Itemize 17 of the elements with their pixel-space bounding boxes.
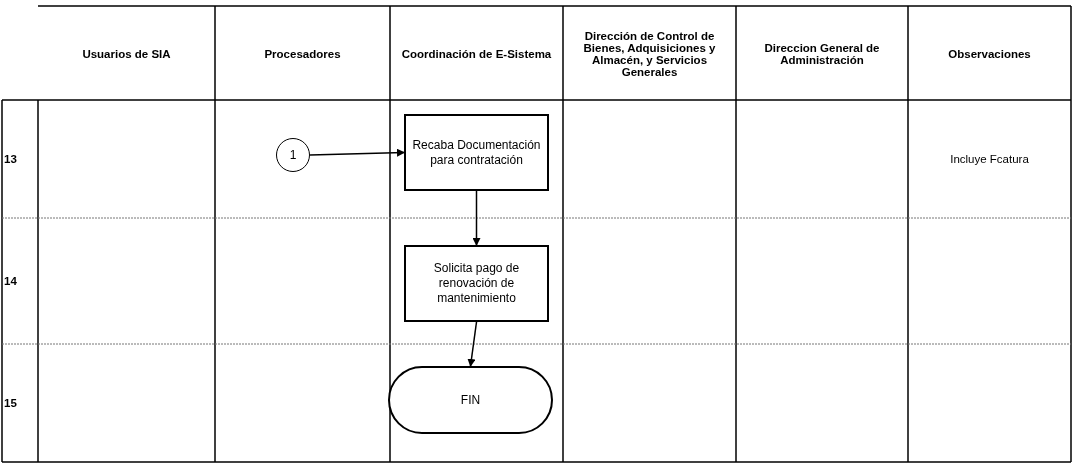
row-number: 14	[4, 275, 17, 287]
row-number: 15	[4, 397, 17, 409]
observation-note: Incluye Fcatura	[950, 153, 1029, 165]
process-box: Recaba Documentación para contratación	[404, 114, 549, 191]
column-header: Coordinación de E-Sistema	[401, 48, 552, 60]
arrow	[472, 190, 481, 246]
column-header: Procesadores	[264, 48, 341, 60]
arrow	[467, 321, 478, 367]
column-header: Direccion General de Administración	[763, 42, 881, 66]
row-number: 13	[4, 153, 17, 165]
connector-circle: 1	[276, 138, 310, 172]
process-box: Solicita pago de renovación de mantenimiento	[404, 245, 549, 322]
column-header: Observaciones	[948, 48, 1031, 60]
arrow	[309, 148, 405, 157]
column-header: Dirección de Control de Bienes, Adquisiciones y Almacén, y Servicios Generales	[582, 30, 717, 78]
terminator: FIN	[388, 366, 553, 434]
column-header: Usuarios de SIA	[82, 48, 171, 60]
